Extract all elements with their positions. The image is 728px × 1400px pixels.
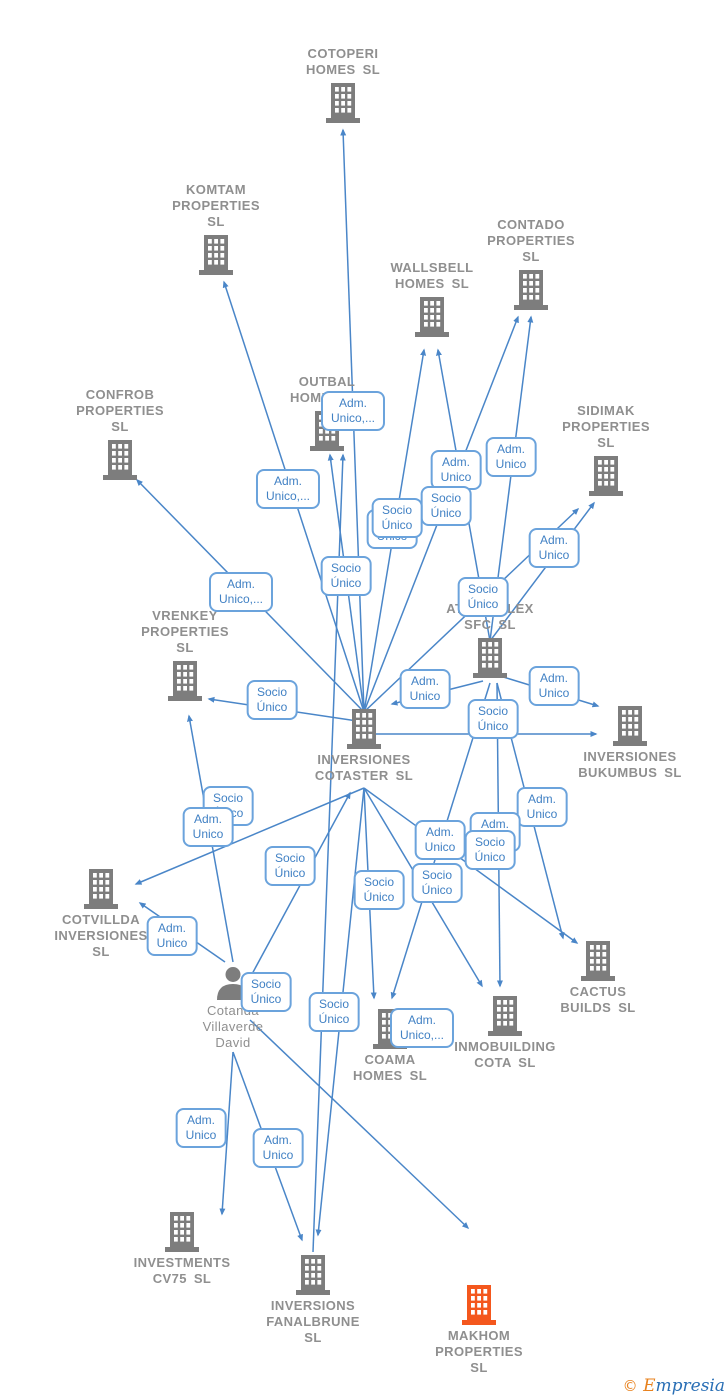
building-icon xyxy=(296,1255,330,1295)
empresia-watermark[interactable]: © Empresia xyxy=(623,1376,725,1396)
empresia-logo-text: Empresia xyxy=(643,1376,725,1396)
relationship-label[interactable]: Adm.Unico,... xyxy=(208,572,274,612)
relationship-label[interactable]: Adm.Unico xyxy=(175,1108,227,1148)
relationship-label[interactable]: Adm.Unico xyxy=(146,916,198,956)
building-icon xyxy=(589,456,623,496)
building-icon xyxy=(462,1285,496,1325)
building-icon xyxy=(473,638,507,678)
relationship-label[interactable]: Adm.Unico xyxy=(430,450,482,490)
relationship-label[interactable]: Adm.Unico xyxy=(182,807,234,847)
relationship-label[interactable]: Adm.Unico,... xyxy=(320,391,386,431)
relationship-label[interactable]: Adm.Unico,... xyxy=(255,469,321,509)
relationship-label[interactable]: Adm.Unico,... xyxy=(389,1008,455,1048)
building-icon xyxy=(613,706,647,746)
copyright-symbol: © xyxy=(622,1377,638,1395)
building-icon xyxy=(488,996,522,1036)
building-icon xyxy=(199,235,233,275)
building-icon xyxy=(326,83,360,123)
relationship-label[interactable]: Adm.Unico xyxy=(528,528,580,568)
relationship-label[interactable]: Adm.Unico xyxy=(252,1128,304,1168)
building-icon xyxy=(347,709,381,749)
building-icon xyxy=(168,661,202,701)
building-icon xyxy=(415,297,449,337)
relationship-label[interactable]: Adm.Unico xyxy=(414,820,466,860)
relationship-label[interactable]: Adm.Unico xyxy=(516,787,568,827)
building-icon xyxy=(84,869,118,909)
building-icon xyxy=(165,1212,199,1252)
relationship-edge xyxy=(244,791,351,988)
relationship-label[interactable]: Adm.Unico xyxy=(528,666,580,706)
relationship-label[interactable]: Adm.Unico xyxy=(485,437,537,477)
building-icon xyxy=(514,270,548,310)
relationship-label[interactable]: Adm.Unico xyxy=(399,669,451,709)
building-icon xyxy=(103,440,137,480)
building-icon xyxy=(581,941,615,981)
